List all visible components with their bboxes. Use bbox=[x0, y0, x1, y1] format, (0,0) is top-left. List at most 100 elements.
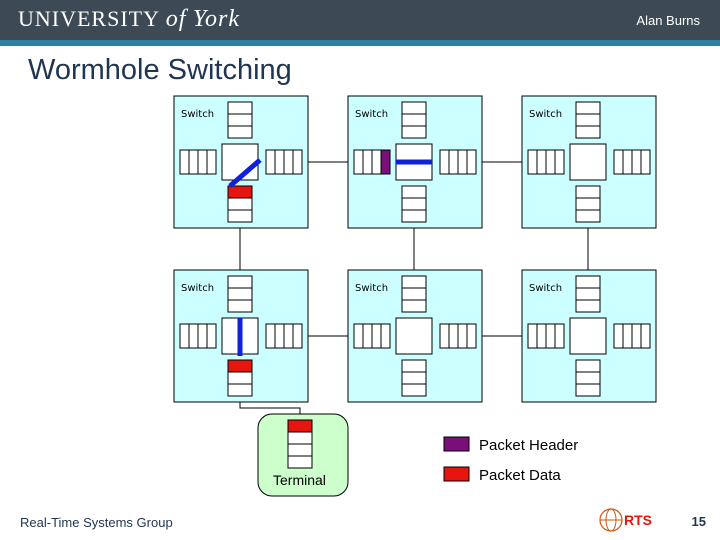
queue-slot bbox=[401, 197, 427, 211]
author-name: Alan Burns bbox=[636, 13, 700, 28]
queue-slot bbox=[197, 149, 208, 175]
queue-slot bbox=[401, 383, 427, 397]
queue-slot bbox=[401, 185, 427, 199]
queue-slot bbox=[188, 149, 199, 175]
header-bar bbox=[0, 0, 720, 40]
queue-slot bbox=[401, 299, 427, 313]
queue-slot bbox=[227, 197, 253, 211]
queue-slot bbox=[227, 125, 253, 139]
logo-york-text: York bbox=[192, 6, 240, 32]
switch-node: Switch bbox=[173, 95, 309, 229]
switch-node: Switch bbox=[521, 269, 657, 403]
footer-group: Real-Time Systems Group bbox=[20, 515, 173, 530]
switch-node: Switch bbox=[521, 95, 657, 229]
queue-slot bbox=[353, 323, 364, 349]
terminal-label: Terminal bbox=[273, 472, 326, 488]
queue-slot bbox=[401, 359, 427, 373]
university-logo: UNIVERSITY of York bbox=[18, 6, 240, 33]
queue-slot bbox=[227, 101, 253, 115]
queue-slot bbox=[527, 149, 538, 175]
queue-slot bbox=[283, 323, 294, 349]
queue-slot bbox=[622, 149, 633, 175]
queue-slot bbox=[227, 209, 253, 223]
queue-slot bbox=[401, 101, 427, 115]
channel-path bbox=[228, 158, 262, 188]
queue-slot bbox=[554, 149, 565, 175]
queue-slot bbox=[457, 323, 468, 349]
queue-slot bbox=[227, 287, 253, 301]
legend-swatch-data bbox=[443, 466, 470, 482]
queue-slot bbox=[401, 125, 427, 139]
queue-slot bbox=[448, 323, 459, 349]
queue-slot bbox=[575, 197, 601, 211]
queue-slot bbox=[439, 323, 450, 349]
terminal-queue bbox=[287, 419, 313, 469]
queue-slot bbox=[401, 209, 427, 223]
switch-label: Switch bbox=[181, 109, 214, 120]
queue-slot bbox=[188, 323, 199, 349]
queue-slot bbox=[439, 149, 450, 175]
legend-header-label: Packet Header bbox=[479, 437, 578, 454]
queue-slot bbox=[274, 323, 285, 349]
queue-slot bbox=[227, 299, 253, 313]
queue-slot bbox=[206, 149, 217, 175]
queue-slot bbox=[575, 383, 601, 397]
queue-slot bbox=[265, 323, 276, 349]
logo-of-text: of bbox=[165, 6, 187, 32]
queue-slot bbox=[283, 149, 294, 175]
queue-slot bbox=[640, 149, 651, 175]
queue-slot bbox=[554, 323, 565, 349]
page-number: 15 bbox=[691, 514, 706, 529]
legend-data-label: Packet Data bbox=[479, 467, 561, 484]
queue-slot bbox=[401, 113, 427, 127]
queue-slot bbox=[575, 371, 601, 385]
crossbar bbox=[569, 317, 607, 355]
queue-slot bbox=[613, 149, 624, 175]
queue-slot bbox=[575, 275, 601, 289]
queue-slot bbox=[631, 149, 642, 175]
queue-slot bbox=[362, 149, 373, 175]
queue-slot bbox=[362, 323, 373, 349]
page-title: Wormhole Switching bbox=[28, 54, 292, 86]
switch-label: Switch bbox=[529, 283, 562, 294]
queue-slot bbox=[401, 371, 427, 385]
queue-slot bbox=[575, 125, 601, 139]
queue-slot bbox=[575, 209, 601, 223]
queue-slot bbox=[371, 149, 382, 175]
terminal-link bbox=[239, 402, 301, 418]
header-stripe bbox=[0, 40, 720, 46]
queue-slot bbox=[371, 323, 382, 349]
queue-slot bbox=[401, 287, 427, 301]
switch-label: Switch bbox=[529, 109, 562, 120]
queue-slot bbox=[575, 113, 601, 127]
queue-slot bbox=[545, 149, 556, 175]
queue-slot bbox=[527, 323, 538, 349]
queue-slot bbox=[227, 383, 253, 397]
legend-swatch-header bbox=[443, 436, 470, 452]
rts-logo: RTS bbox=[599, 508, 652, 532]
queue-slot bbox=[274, 149, 285, 175]
queue-slot bbox=[536, 149, 547, 175]
queue-slot bbox=[575, 299, 601, 313]
queue-slot bbox=[575, 185, 601, 199]
queue-slot bbox=[622, 323, 633, 349]
switch-node: Switch bbox=[173, 269, 309, 403]
queue-slot bbox=[380, 323, 391, 349]
queue-slot bbox=[545, 323, 556, 349]
queue-slot bbox=[197, 323, 208, 349]
crossbar bbox=[569, 143, 607, 181]
switch-node: Switch bbox=[347, 269, 483, 403]
queue-slot bbox=[448, 149, 459, 175]
queue-slot bbox=[575, 287, 601, 301]
queue-slot bbox=[466, 323, 477, 349]
queue-slot bbox=[227, 359, 253, 373]
rts-text: RTS bbox=[624, 512, 652, 528]
queue-slot bbox=[575, 101, 601, 115]
queue-slot bbox=[179, 323, 190, 349]
queue-slot bbox=[536, 323, 547, 349]
queue-slot bbox=[292, 149, 303, 175]
queue-slot bbox=[631, 323, 642, 349]
switch-node: Switch bbox=[347, 95, 483, 229]
queue-slot bbox=[575, 359, 601, 373]
